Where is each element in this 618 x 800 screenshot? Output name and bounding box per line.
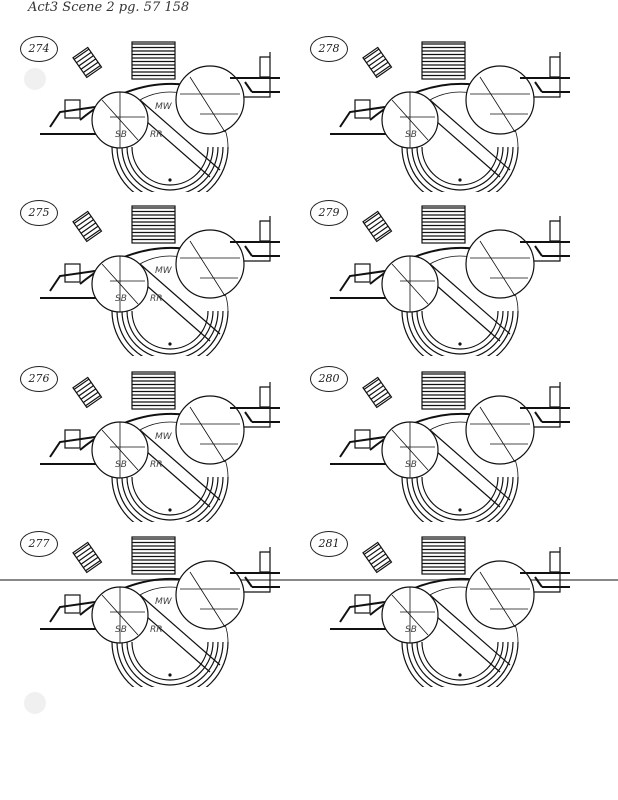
actor-label: RR bbox=[150, 130, 163, 140]
panel-number: 281 bbox=[310, 531, 348, 557]
panel-number: 279 bbox=[310, 200, 348, 226]
actor-label: SB bbox=[115, 130, 127, 140]
stage-diagram bbox=[40, 371, 280, 522]
scan-line bbox=[0, 579, 618, 581]
punch-hole bbox=[24, 68, 46, 90]
punch-hole bbox=[24, 692, 46, 714]
actor-label: SB bbox=[405, 130, 417, 140]
panel-number: 278 bbox=[310, 36, 348, 62]
actor-label: RR bbox=[150, 460, 163, 470]
stage-diagram bbox=[330, 41, 570, 192]
actor-label: SB bbox=[115, 460, 127, 470]
stage-diagram bbox=[40, 536, 280, 687]
actor-label: RR bbox=[150, 294, 163, 304]
stage-diagram bbox=[330, 205, 570, 356]
actor-label: SB bbox=[115, 294, 127, 304]
stage-diagram bbox=[330, 536, 570, 687]
actor-label: MW bbox=[155, 597, 172, 607]
actor-label: MW bbox=[155, 266, 172, 276]
stage-diagram bbox=[330, 371, 570, 522]
panel-number: 275 bbox=[20, 200, 58, 226]
actor-label: RR bbox=[150, 625, 163, 635]
blocking-diagram-279: 279 bbox=[310, 186, 610, 356]
stage-diagram bbox=[40, 41, 280, 192]
page-header: Act3 Scene 2 pg. 57 158 bbox=[28, 0, 190, 15]
actor-label: MW bbox=[155, 432, 172, 442]
panel-number: 277 bbox=[20, 531, 58, 557]
panel-number: 274 bbox=[20, 36, 58, 62]
stage-diagram bbox=[40, 205, 280, 356]
actor-label: SB bbox=[405, 625, 417, 635]
actor-label: SB bbox=[405, 460, 417, 470]
actor-label: MW bbox=[155, 102, 172, 112]
actor-label: SB bbox=[115, 625, 127, 635]
panel-number: 276 bbox=[20, 366, 58, 392]
panel-number: 280 bbox=[310, 366, 348, 392]
